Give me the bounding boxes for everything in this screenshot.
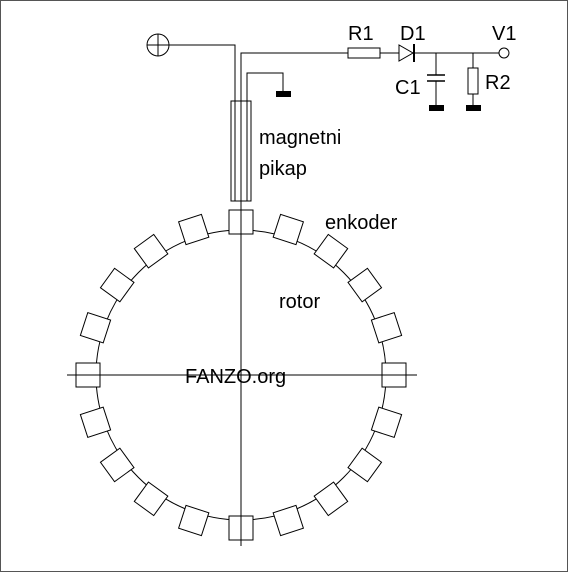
encoder-tooth bbox=[79, 406, 112, 439]
magnetic-pickup bbox=[230, 100, 252, 202]
ground-wire bbox=[246, 72, 284, 101]
encoder-tooth bbox=[347, 267, 383, 303]
label-d1: D1 bbox=[400, 23, 426, 45]
label-enkoder: enkoder bbox=[325, 212, 398, 234]
encoder-tooth bbox=[133, 481, 169, 517]
encoder-tooth bbox=[313, 481, 349, 517]
label-r1: R1 bbox=[348, 23, 374, 45]
encoder-tooth bbox=[79, 311, 112, 344]
encoder-tooth bbox=[99, 447, 135, 483]
label-r2: R2 bbox=[485, 72, 511, 94]
encoder-tooth bbox=[177, 504, 210, 537]
label-pikap: pikap bbox=[259, 158, 307, 180]
supply-wire bbox=[169, 44, 236, 101]
label-magnetni: magnetni bbox=[259, 127, 341, 149]
encoder-tooth bbox=[272, 504, 305, 537]
encoder-tooth bbox=[370, 311, 403, 344]
capacitor-c1 bbox=[427, 53, 445, 111]
resistor-r2 bbox=[466, 53, 481, 111]
plus-terminal-icon bbox=[146, 33, 170, 57]
diode-d1 bbox=[398, 44, 415, 62]
encoder-tooth bbox=[99, 267, 135, 303]
label-v1: V1 bbox=[492, 23, 516, 45]
encoder-tooth bbox=[313, 233, 349, 269]
encoder-tooth bbox=[133, 233, 169, 269]
label-rotor: rotor bbox=[279, 291, 320, 313]
encoder-tooth bbox=[272, 213, 305, 246]
ground-icon bbox=[276, 91, 291, 97]
resistor-r1 bbox=[347, 47, 381, 59]
encoder-tooth bbox=[370, 406, 403, 439]
label-c1: C1 bbox=[395, 77, 421, 99]
output-terminal-icon bbox=[498, 47, 510, 59]
encoder-tooth bbox=[347, 447, 383, 483]
signal-wire bbox=[240, 52, 348, 101]
encoder-tooth bbox=[177, 213, 210, 246]
label-watermark: FANZO.org bbox=[185, 366, 286, 388]
